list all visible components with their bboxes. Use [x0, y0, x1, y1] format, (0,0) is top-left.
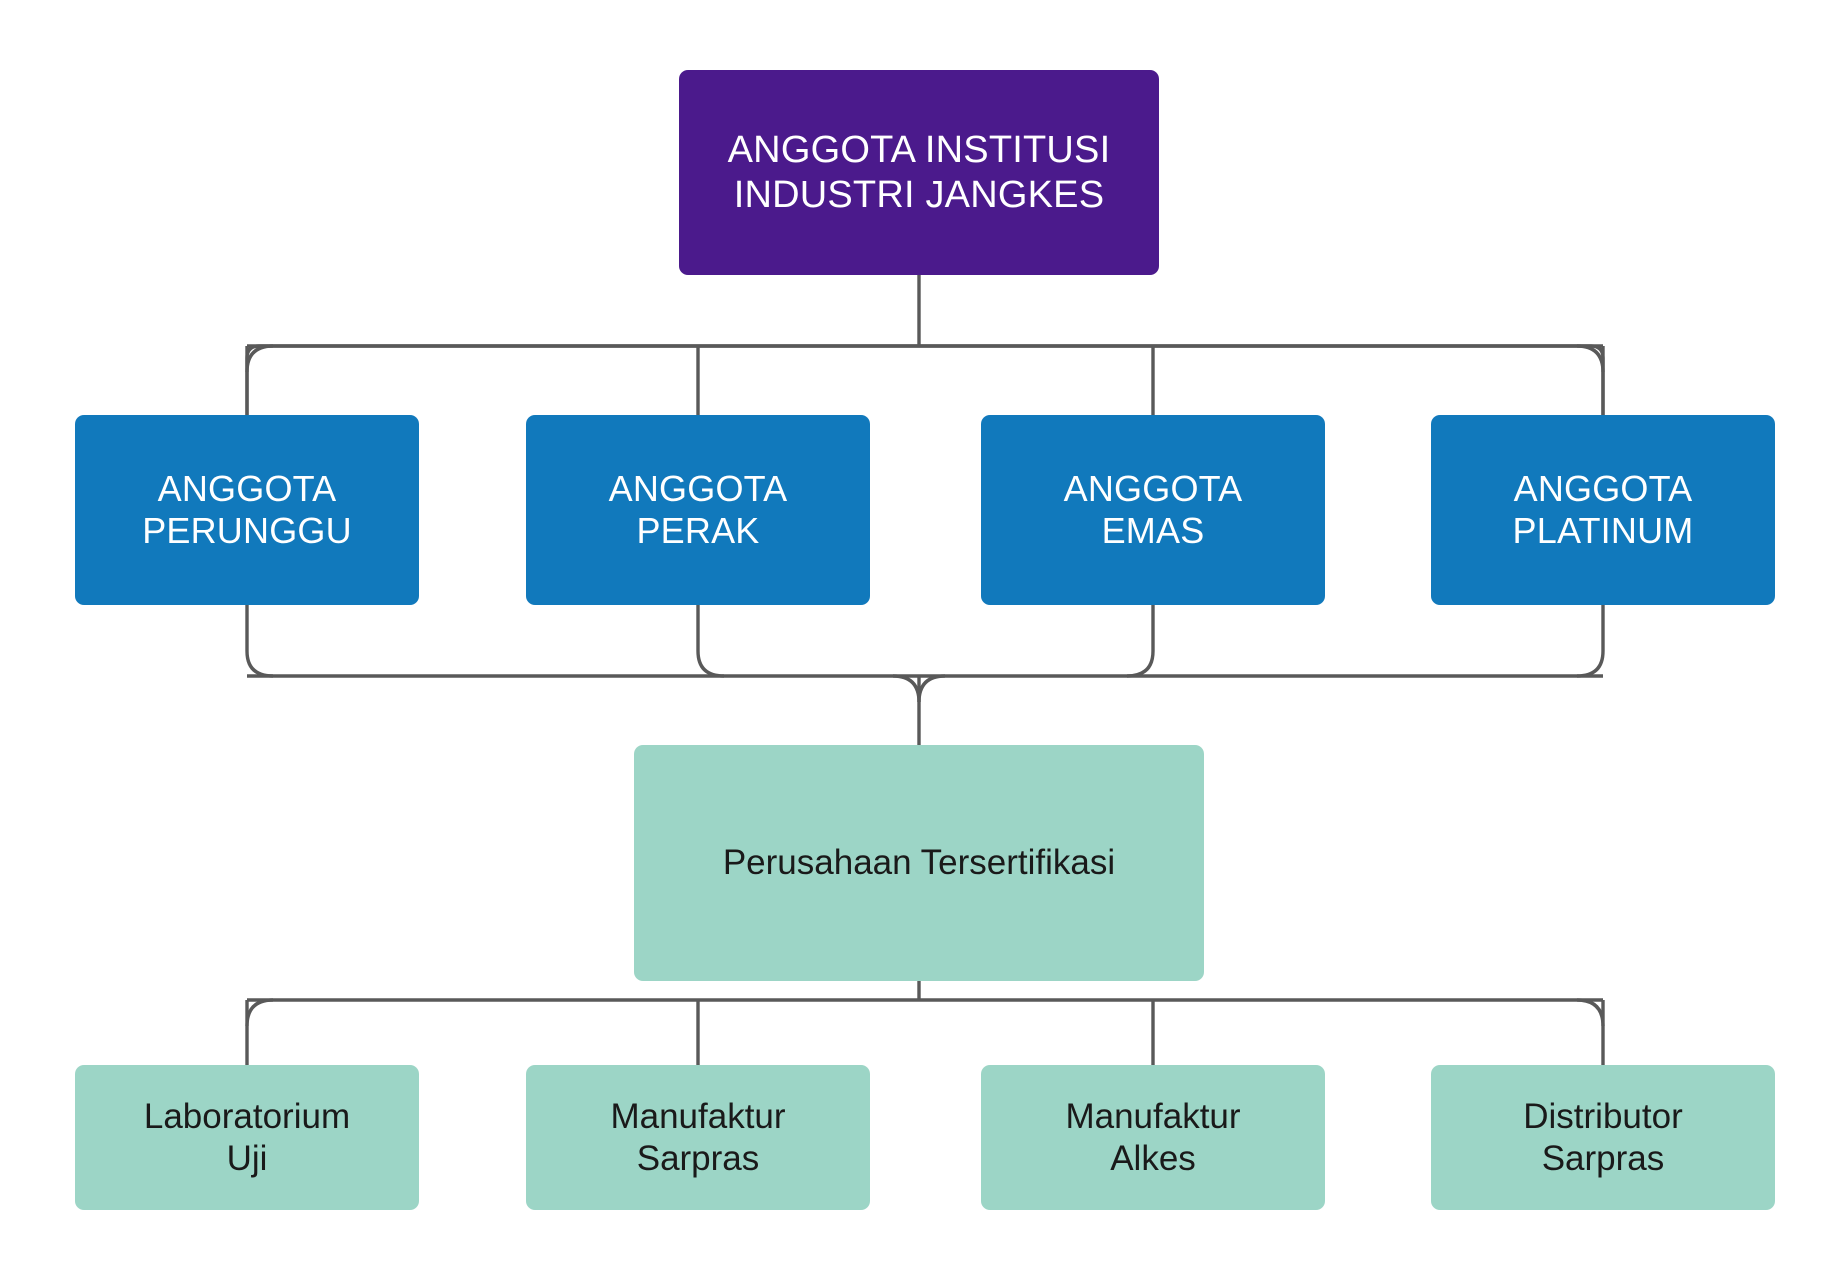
connector-tier-1-down [245, 605, 274, 678]
node-tier-perak-line1: ANGGOTA [608, 467, 788, 509]
connector-tier-4-down [1576, 605, 1605, 678]
node-category-3-line2: Alkes [1110, 1138, 1196, 1178]
node-tier-emas-line1: ANGGOTA [1063, 467, 1243, 509]
node-category-4-line2: Sarpras [1541, 1138, 1665, 1178]
connector-fillet-tier-right [1576, 344, 1605, 373]
node-category-4-line1: Distributor [1523, 1097, 1683, 1137]
connector-tier-2-down [696, 605, 725, 678]
node-category-2-line1: Manufaktur [610, 1097, 786, 1137]
node-tier-perunggu-line1: ANGGOTA [157, 467, 337, 509]
connector-merge-fillet-left [892, 674, 921, 703]
node-perusahaan-tersertifikasi[interactable]: Perusahaan Tersertifikasi [634, 745, 1204, 981]
node-root-line2: INDUSTRI JANGKES [733, 173, 1105, 216]
connector-tier-3-down [1126, 605, 1155, 678]
node-root-line1: ANGGOTA INSTITUSI [727, 128, 1111, 171]
connector-fillet-tier-left [245, 344, 274, 373]
node-tier-emas-line2: EMAS [1101, 510, 1205, 551]
node-category-3-line1: Manufaktur [1065, 1097, 1241, 1137]
node-tier-perak-line2: PERAK [636, 510, 760, 551]
node-category-2-line2: Sarpras [636, 1138, 760, 1178]
node-category-1-line2: Uji [226, 1138, 268, 1178]
connector-cat-fillet-left [245, 998, 274, 1027]
connector-tier-bus [245, 344, 1605, 415]
node-category-1-line1: Laboratorium [143, 1097, 351, 1137]
node-certified-label: Perusahaan Tersertifikasi [722, 843, 1116, 883]
connector-drop-tier-2 [698, 346, 710, 415]
node-tier-platinum-line1: ANGGOTA [1513, 467, 1693, 509]
node-tier-platinum-line2: PLATINUM [1512, 510, 1694, 551]
node-tier-perunggu-line2: PERUNGGU [142, 510, 352, 551]
connector-cat-fillet-right [1576, 998, 1605, 1027]
connector-merge-fillet-right [917, 674, 946, 703]
